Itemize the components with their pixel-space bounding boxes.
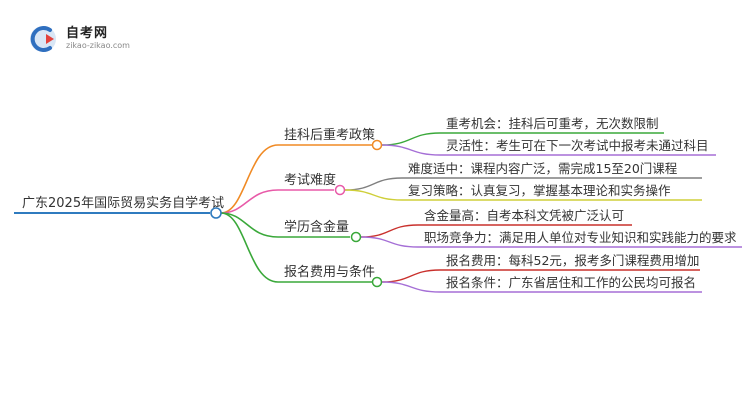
leaf-connector bbox=[381, 269, 441, 283]
branch-connector bbox=[220, 212, 279, 238]
leaf-label: 含金量高：自考本科文凭被广泛认可 bbox=[424, 208, 625, 223]
leaf-connector bbox=[360, 224, 419, 238]
branch-node bbox=[334, 184, 346, 196]
leaf-label: 灵活性：考生可在下一次考试中报考未通过科目 bbox=[446, 138, 709, 153]
branch-node bbox=[371, 139, 383, 151]
leaf-connector bbox=[360, 236, 419, 248]
branch-label: 学历含金量 bbox=[284, 220, 350, 235]
leaf-label: 报名费用：每科52元，报考多门课程费用增加 bbox=[446, 253, 700, 268]
logo: 自考网 zikao-zikao.com bbox=[28, 20, 138, 60]
logo-subtitle: zikao-zikao.com bbox=[66, 41, 130, 50]
branch-connector bbox=[220, 212, 279, 283]
leaf-connector bbox=[381, 132, 441, 146]
leaf-connector bbox=[381, 281, 441, 293]
branch-label: 考试难度 bbox=[284, 173, 337, 188]
leaf-label: 难度适中：课程内容广泛，需完成15至20门课程 bbox=[408, 161, 678, 176]
leaf-connector bbox=[344, 177, 403, 191]
branch-node bbox=[350, 231, 362, 243]
leaf-label: 职场竞争力：满足用人单位对专业知识和实践能力的要求 bbox=[424, 230, 737, 245]
branch-node bbox=[371, 276, 383, 288]
logo-icon bbox=[30, 26, 56, 52]
leaf-connector bbox=[344, 189, 403, 201]
branch-connector bbox=[220, 189, 279, 214]
root-label: 广东2025年国际贸易实务自学考试 bbox=[22, 196, 225, 211]
root-node bbox=[210, 207, 222, 219]
branch-label: 挂科后重考政策 bbox=[284, 128, 376, 143]
leaf-label: 报名条件：广东省居住和工作的公民均可报名 bbox=[446, 275, 697, 290]
leaf-label: 重考机会：挂科后可重考，无次数限制 bbox=[446, 116, 659, 131]
branch-connector bbox=[220, 144, 279, 214]
leaf-connector bbox=[381, 144, 441, 156]
branch-label: 报名费用与条件 bbox=[284, 265, 376, 280]
logo-title: 自考网 bbox=[66, 26, 109, 41]
leaf-label: 复习策略：认真复习，掌握基本理论和实务操作 bbox=[408, 183, 671, 198]
